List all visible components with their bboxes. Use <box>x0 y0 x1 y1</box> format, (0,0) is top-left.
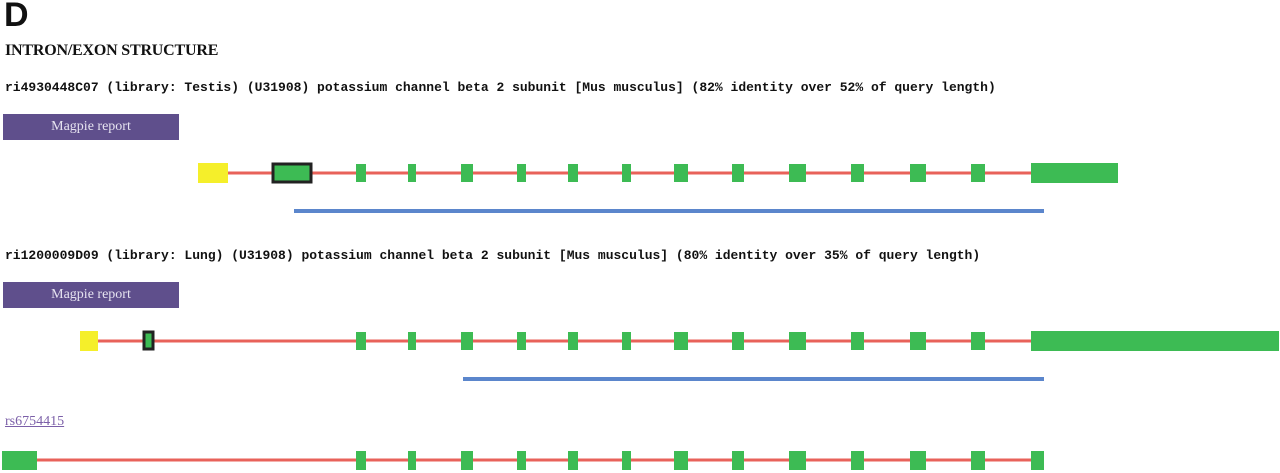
exon-outlined <box>142 330 155 351</box>
exon <box>408 332 416 350</box>
exon <box>674 332 688 350</box>
exon <box>517 332 526 350</box>
exon <box>2 451 37 470</box>
exon <box>356 451 366 470</box>
entry-2-description: ri1200009D09 (library: Lung) (U31908) po… <box>5 248 981 263</box>
exon <box>789 451 806 470</box>
exon <box>408 164 416 182</box>
exon <box>517 164 526 182</box>
exon <box>851 164 864 182</box>
utr-start-block <box>80 331 98 351</box>
exon <box>461 332 473 350</box>
exon <box>789 164 806 182</box>
exon <box>461 164 473 182</box>
exon-terminal <box>1031 163 1118 183</box>
exon <box>622 332 631 350</box>
exon <box>910 332 926 350</box>
exon <box>674 451 688 470</box>
exon <box>1031 451 1044 470</box>
snp-link[interactable]: rs6754415 <box>5 414 65 429</box>
exon <box>732 164 744 182</box>
exon <box>517 451 526 470</box>
exon <box>851 332 864 350</box>
exon <box>568 332 578 350</box>
exon <box>622 451 631 470</box>
exon <box>732 451 744 470</box>
exon <box>851 451 864 470</box>
track-3 <box>2 451 1044 470</box>
entry-1-description: ri4930448C07 (library: Testis) (U31908) … <box>5 80 996 95</box>
track-2 <box>80 330 1279 381</box>
exon <box>568 451 578 470</box>
utr-start-block <box>198 163 228 183</box>
exon <box>910 451 926 470</box>
exon <box>971 451 985 470</box>
exon <box>356 164 366 182</box>
exon <box>461 451 473 470</box>
exon <box>622 164 631 182</box>
exon-outlined <box>271 162 313 184</box>
panel-label: D <box>4 0 29 34</box>
exon <box>674 164 688 182</box>
exon <box>971 332 985 350</box>
exon-terminal <box>1031 331 1279 351</box>
exon <box>910 164 926 182</box>
section-title: INTRON/EXON STRUCTURE <box>5 42 219 59</box>
exon <box>568 164 578 182</box>
exon <box>732 332 744 350</box>
magpie-report-button-1[interactable]: Magpie report <box>3 114 179 140</box>
exon <box>789 332 806 350</box>
exon <box>408 451 416 470</box>
track-1 <box>198 162 1118 213</box>
exon <box>356 332 366 350</box>
magpie-report-button-2[interactable]: Magpie report <box>3 282 179 308</box>
exon <box>971 164 985 182</box>
